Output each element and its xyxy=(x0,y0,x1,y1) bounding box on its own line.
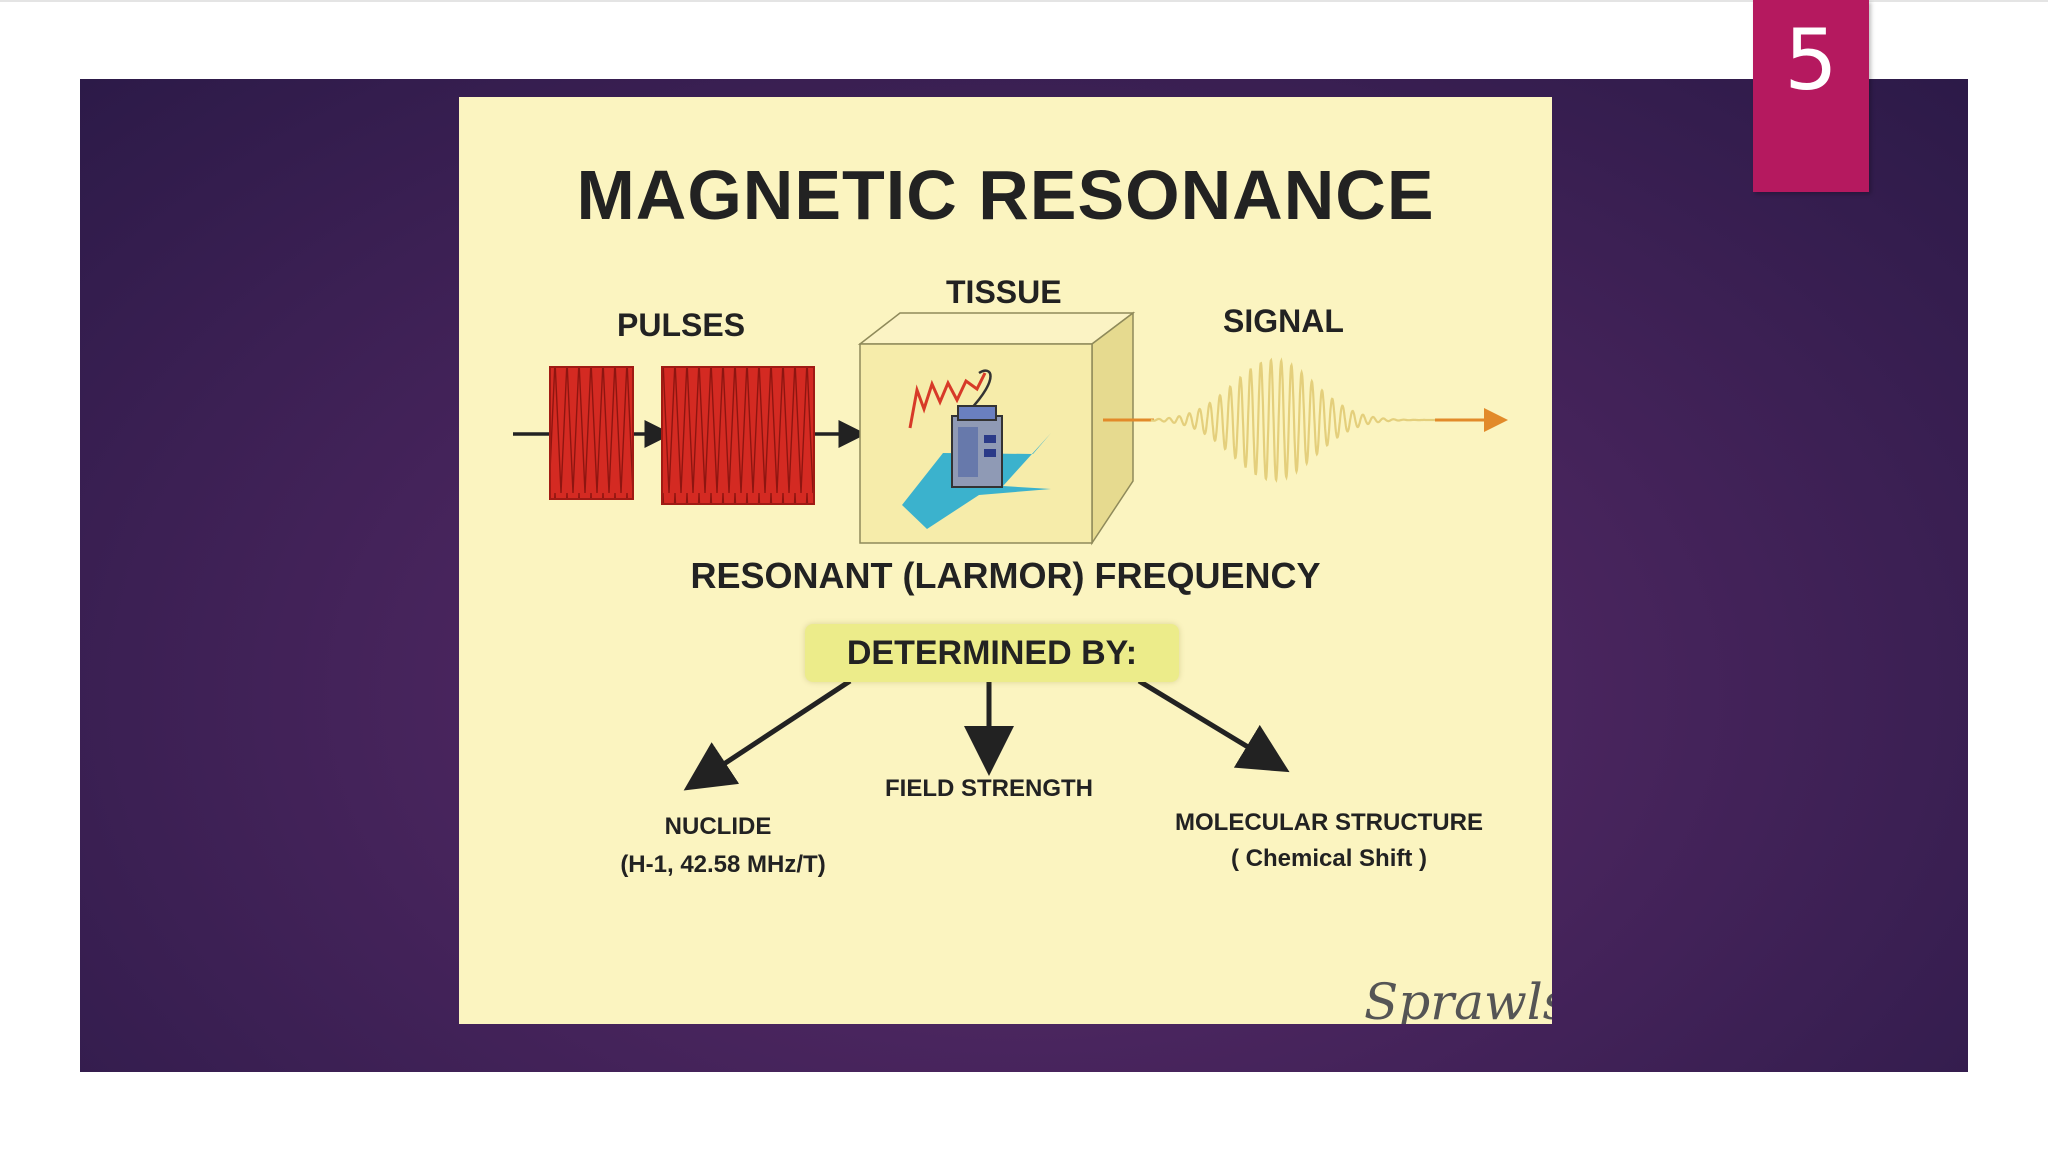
resonant-frequency-caption: RESONANT (LARMOR) FREQUENCY xyxy=(690,555,1321,596)
rf-pulse-block-2 xyxy=(661,366,815,505)
top-border-line xyxy=(0,0,2048,2)
tissue-illustration xyxy=(902,369,1051,529)
nuclide-arrow xyxy=(683,678,852,791)
pulses-label: PULSES xyxy=(617,307,746,343)
rf-pulse-block-1 xyxy=(549,366,634,500)
author-signature: Sprawls xyxy=(1364,973,1552,1024)
field-strength-label: FIELD STRENGTH xyxy=(885,775,1093,802)
chemical-shift-label: ( Chemical Shift ) xyxy=(1230,845,1428,872)
molecular-structure-label: MOLECULAR STRUCTURE xyxy=(1175,809,1483,836)
diagram-graphics xyxy=(513,311,1508,791)
page-number-badge: 5 xyxy=(1753,0,1869,192)
nuclide-detail: (H-1, 42.58 MHz/T) xyxy=(620,851,826,878)
molecular-structure-arrow xyxy=(1137,678,1290,773)
magnetic-resonance-diagram: MAGNETIC RESONANCE PULSES TISSUE SIGNAL … xyxy=(459,97,1552,1024)
signal-waveform xyxy=(1150,357,1437,483)
nuclide-label: NUCLIDE xyxy=(664,813,772,840)
tissue-label: TISSUE xyxy=(946,274,1062,310)
diagram-title: MAGNETIC RESONANCE xyxy=(576,156,1435,234)
determined-by-box: DETERMINED BY: xyxy=(805,624,1179,682)
signal-label: SIGNAL xyxy=(1223,303,1344,339)
